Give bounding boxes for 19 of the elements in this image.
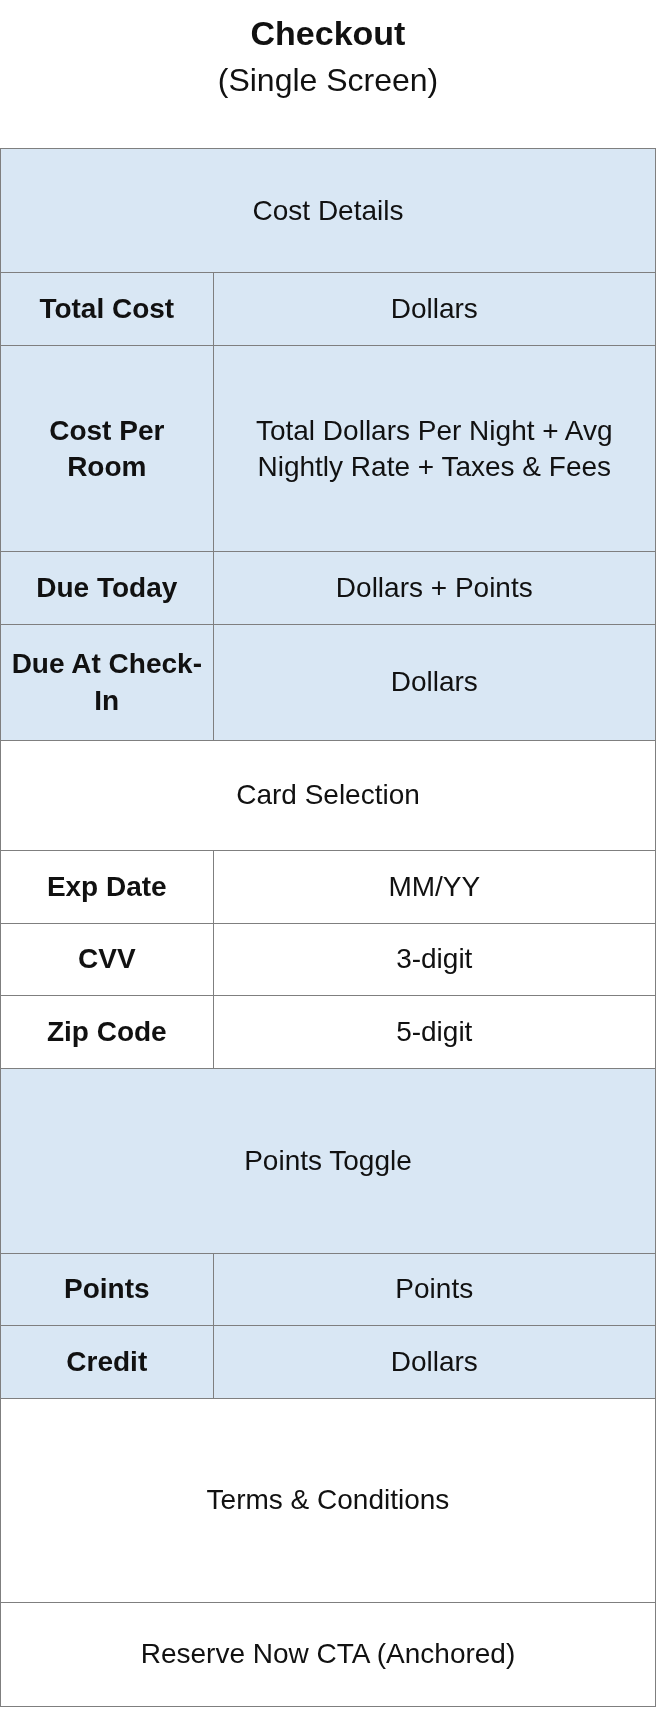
section-header-cell: Reserve Now CTA (Anchored) <box>0 1601 656 1708</box>
row-header-cell: Due Today <box>0 551 214 626</box>
value-cell: Dollars <box>212 624 656 741</box>
row-header-cell: Due At Check-In <box>0 624 214 741</box>
value-cell: Dollars <box>212 1325 656 1400</box>
row-header-cell: Total Cost <box>0 272 214 347</box>
subtitle: (Single Screen) <box>216 62 440 99</box>
section-header-cell: Terms & Conditions <box>0 1398 656 1603</box>
section-header-cell: Points Toggle <box>0 1067 656 1255</box>
section-header-cell: Card Selection <box>0 739 656 851</box>
row-header-cell: Cost Per Room <box>0 345 214 553</box>
row-header-cell: Credit <box>0 1325 214 1400</box>
value-cell: Points <box>212 1253 656 1327</box>
value-cell: Dollars <box>212 272 656 347</box>
section-header-cell: Cost Details <box>0 148 656 274</box>
title: Checkout <box>249 14 407 53</box>
row-header-cell: Points <box>0 1253 214 1327</box>
value-cell: Dollars + Points <box>212 551 656 626</box>
value-cell: Total Dollars Per Night + Avg Nightly Rate + Taxes & Fees <box>212 345 656 553</box>
